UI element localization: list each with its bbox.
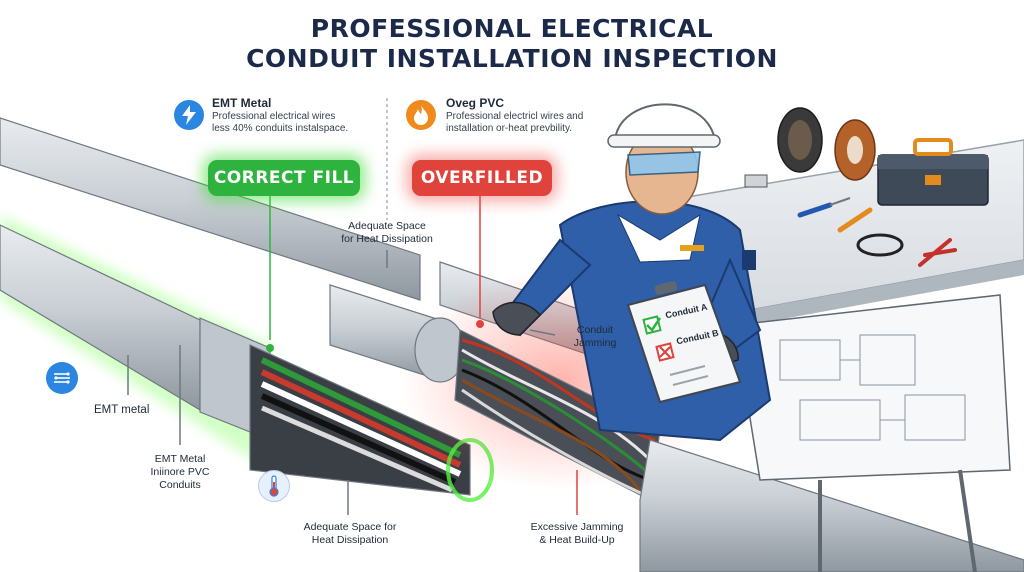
page-title-line2: CONDUIT INSTALLATION INSPECTION [246, 44, 778, 73]
emt-legend-line2: less 40% conduits instalspace. [212, 123, 349, 134]
conduit-jamming-line1: Conduit [576, 324, 614, 336]
conduit-jamming-label: Conduit Jamming [560, 324, 630, 350]
adequate-space-top-label: Adequate Space for Heat Dissipation [322, 220, 452, 246]
adequate-space-bottom-label: Adequate Space for Heat Dissipation [282, 521, 418, 547]
adequate-space-top-line2: for Heat Dissipation [341, 233, 433, 245]
pvc-legend-line2: installation or-heat prevbility. [446, 123, 572, 134]
emt-pvc-conduits-label: EMT Metal Iniinore PVC Conduits [130, 453, 230, 492]
page-title-line1: PROFESSIONAL ELECTRICAL [310, 14, 714, 43]
blueprint-board [734, 294, 1011, 572]
callout-lines [127, 98, 578, 515]
excessive-jamming-line2: & Heat Build-Up [539, 534, 615, 546]
flame-icon [406, 100, 436, 130]
adequate-space-bottom-line1: Adequate Space for [303, 521, 397, 533]
excessive-jamming-label: Excessive Jamming & Heat Build-Up [512, 521, 642, 547]
adequate-space-bottom-line2: Heat Dissipation [311, 534, 389, 546]
thermometer-icon [258, 470, 290, 502]
clipboard [626, 281, 742, 404]
excessive-jamming-line1: Excessive Jamming [530, 521, 624, 533]
emt-legend-title: EMT Metal [212, 96, 272, 110]
overfilled-badge: OVERFILLED [412, 160, 552, 196]
emt-metal-label: EMT metal [94, 404, 150, 416]
pvc-legend-title: Oveg PVC [446, 96, 505, 110]
wire-spools [777, 107, 876, 181]
wiring-diagram-icon [46, 362, 78, 394]
emt-pvc-line2: Iniinore PVC [150, 466, 210, 478]
pvc-legend-line1: Professional electricl wires and [446, 111, 584, 122]
toolbox [877, 138, 989, 206]
emt-pvc-line3: Conduits [159, 479, 201, 491]
emt-legend-line1: Professional electrical wires [212, 111, 336, 122]
correct-fill-conduit [0, 215, 494, 502]
lightning-bolt-icon [174, 100, 204, 130]
emt-pvc-line1: EMT Metal [154, 453, 206, 465]
adequate-space-top-line1: Adequate Space [348, 220, 426, 232]
correct-fill-badge: CORRECT FILL [208, 160, 360, 196]
conduit-jamming-line2: Jamming [573, 337, 617, 349]
hand-tools [744, 174, 957, 267]
